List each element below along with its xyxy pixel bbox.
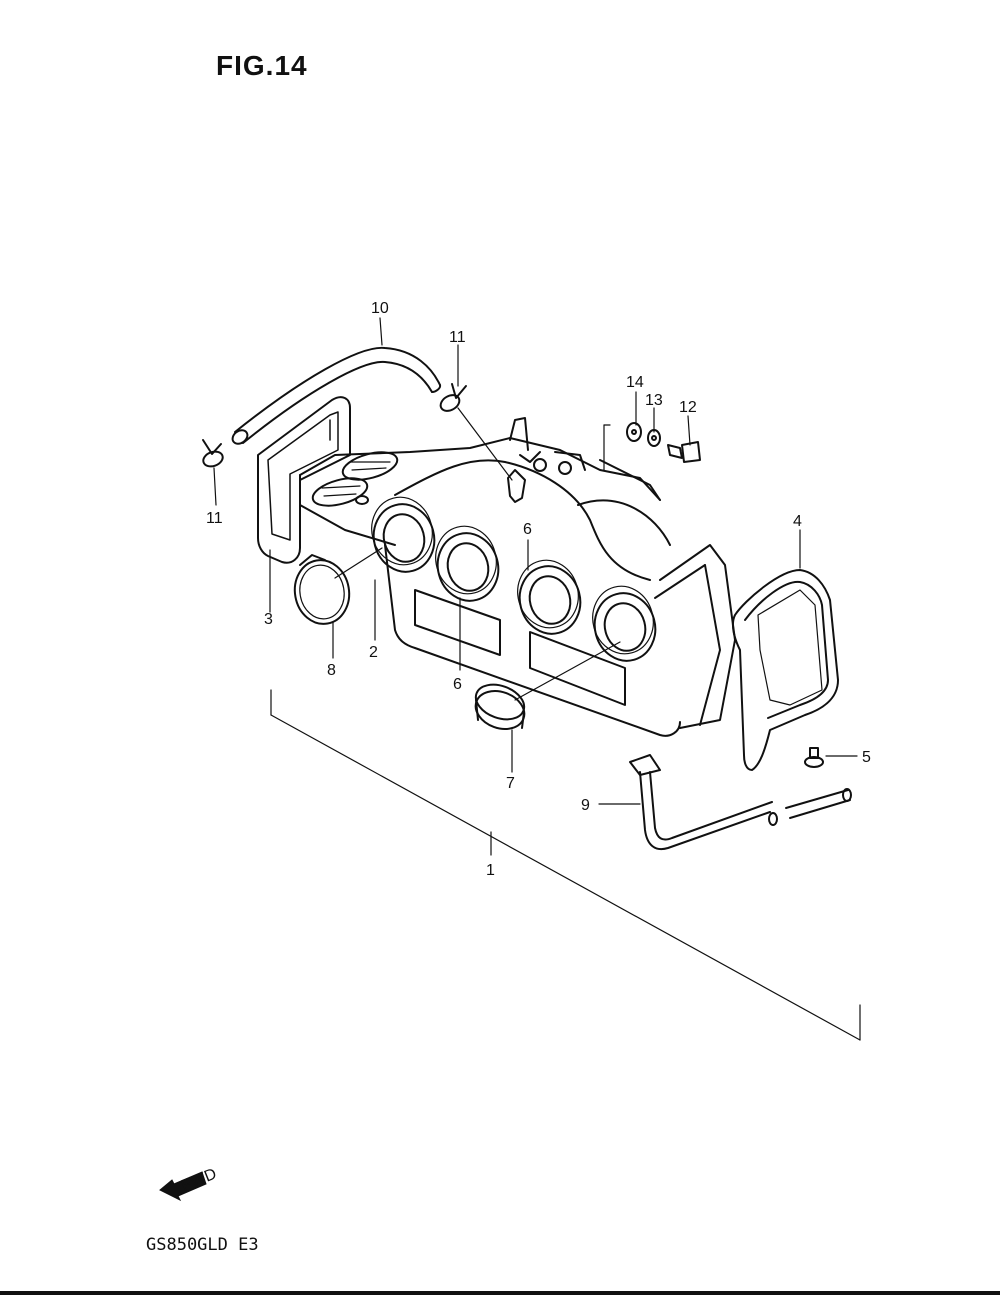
- callout-10: 10: [371, 300, 389, 317]
- seal-gasket-part-3: [257, 396, 351, 564]
- callout-11-left: 11: [206, 510, 223, 527]
- ring-part-7: [474, 683, 526, 730]
- callout-13: 13: [645, 392, 663, 409]
- callout-4: 4: [793, 513, 802, 530]
- callout-14: 14: [626, 374, 644, 391]
- intake-boot-part-6-b: [517, 559, 582, 635]
- cover-part-4: [731, 569, 839, 771]
- screw-part-5: [804, 747, 824, 768]
- air-cleaner-housing: [299, 417, 736, 737]
- bolt-part-12: [667, 441, 701, 463]
- model-code: GS850GLD E3: [146, 1235, 259, 1255]
- page-bottom-border: [0, 1291, 1000, 1295]
- callout-9: 9: [581, 797, 590, 814]
- callout-labels: 10 11 11 14 13 12 4 6 3 2 8 6 5 7 9 1: [206, 300, 871, 879]
- drain-hose-part-9: [629, 754, 852, 850]
- washer-part-14: [626, 422, 642, 442]
- callout-8: 8: [327, 662, 336, 679]
- intake-boot-part-6-a: [435, 525, 500, 602]
- breather-hose-part-10: [231, 346, 442, 445]
- hose-clip-part-11-left: [202, 439, 224, 468]
- callout-2: 2: [369, 644, 378, 661]
- hose-clip-part-11-right: [439, 383, 467, 412]
- fwd-label: FWD: [179, 1166, 219, 1195]
- callout-6-lower: 6: [453, 676, 462, 693]
- intake-boot-right: [592, 585, 657, 662]
- hose-clamp-part-8: [293, 554, 351, 625]
- forward-arrow-icon: FWD: [159, 1166, 219, 1202]
- callout-3: 3: [264, 611, 273, 628]
- callout-11-top: 11: [449, 329, 466, 346]
- intake-boot-left: [371, 496, 436, 573]
- callout-7: 7: [506, 775, 515, 792]
- callout-6-upper: 6: [523, 521, 532, 538]
- leader-lines: [213, 317, 861, 1041]
- callout-12: 12: [679, 399, 697, 416]
- figure-title: FIG.14: [216, 50, 308, 81]
- callout-5: 5: [862, 749, 871, 766]
- callout-1: 1: [486, 862, 495, 879]
